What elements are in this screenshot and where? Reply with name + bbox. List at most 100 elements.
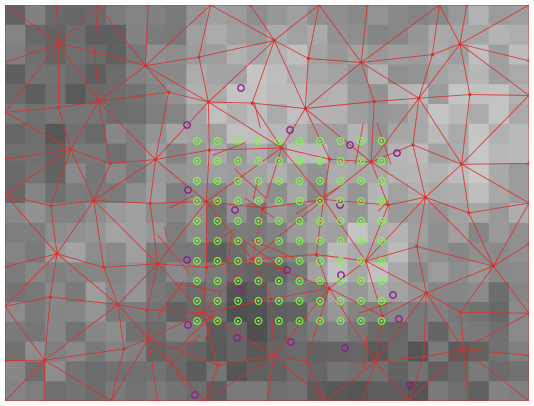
- sample-point-center: [237, 140, 239, 142]
- sample-point-center: [237, 200, 239, 202]
- mesh-vertex: [205, 266, 208, 269]
- image-pixel: [469, 361, 490, 381]
- image-pixel: [86, 5, 107, 25]
- image-pixel: [86, 381, 107, 401]
- image-pixel: [368, 104, 389, 124]
- mesh-vertex: [55, 252, 58, 255]
- mesh-vertex: [468, 93, 471, 96]
- mesh-vertex: [149, 202, 152, 205]
- image-pixel: [307, 342, 328, 362]
- mesh-vertex: [145, 308, 148, 311]
- mesh-vertex: [154, 158, 157, 161]
- sample-point-center: [319, 240, 321, 242]
- image-pixel: [207, 342, 228, 362]
- image-pixel: [207, 282, 228, 302]
- image-pixel: [307, 64, 328, 84]
- mesh-vertex: [272, 354, 275, 357]
- image-pixel: [106, 25, 127, 45]
- image-pixel: [247, 124, 268, 144]
- image-pixel: [509, 342, 529, 362]
- image-pixel: [25, 322, 46, 342]
- mesh-vertex: [411, 143, 414, 146]
- sample-point-center: [319, 280, 321, 282]
- image-pixel: [227, 342, 248, 362]
- sample-point-center: [278, 180, 280, 182]
- image-pixel: [247, 381, 268, 401]
- image-pixel: [146, 183, 167, 203]
- sample-point-center: [380, 240, 382, 242]
- sample-point-center: [196, 140, 198, 142]
- sample-point-center: [298, 280, 300, 282]
- image-pixel: [469, 163, 490, 183]
- sample-point-center: [339, 280, 341, 282]
- image-pixel: [448, 381, 469, 401]
- sample-point-center: [298, 220, 300, 222]
- image-pixel: [227, 25, 248, 45]
- image-pixel: [126, 124, 147, 144]
- mesh-vertex: [417, 97, 420, 100]
- sample-point-center: [196, 180, 198, 182]
- mesh-vertex: [462, 348, 465, 351]
- image-pixel: [489, 282, 510, 302]
- sample-point-center: [380, 260, 382, 262]
- mesh-vertex: [93, 50, 96, 53]
- sample-point-center: [237, 180, 239, 182]
- image-pixel: [469, 25, 490, 45]
- mesh-vertex: [43, 359, 46, 362]
- sample-point-center: [196, 240, 198, 242]
- image-pixel: [227, 361, 248, 381]
- image-pixel: [65, 163, 86, 183]
- sample-point-center: [339, 160, 341, 162]
- image-pixel: [106, 203, 127, 223]
- sample-point-center: [380, 200, 382, 202]
- image-pixel: [45, 262, 66, 282]
- image-pixel: [45, 322, 66, 342]
- image-pixel: [186, 262, 207, 282]
- mesh-vertex: [304, 107, 307, 110]
- image-pixel: [86, 163, 107, 183]
- image-pixel: [166, 104, 187, 124]
- image-pixel: [408, 25, 429, 45]
- sample-point-center: [380, 140, 382, 142]
- image-pixel: [106, 223, 127, 243]
- image-pixel: [388, 84, 409, 104]
- image-pixel: [65, 262, 86, 282]
- sample-point-center: [339, 140, 341, 142]
- image-pixel: [166, 203, 187, 223]
- image-pixel: [489, 163, 510, 183]
- sample-point-center: [278, 300, 280, 302]
- image-pixel: [126, 203, 147, 223]
- image-pixel: [166, 25, 187, 45]
- image-pixel: [287, 223, 308, 243]
- sample-point-center: [339, 240, 341, 242]
- image-pixel: [146, 223, 167, 243]
- image-pixel: [45, 163, 66, 183]
- image-pixel: [25, 84, 46, 104]
- image-pixel: [408, 124, 429, 144]
- image-pixel: [388, 163, 409, 183]
- sample-point-center: [196, 160, 198, 162]
- sample-point-center: [298, 160, 300, 162]
- image-pixel: [428, 361, 449, 381]
- image-pixel: [186, 342, 207, 362]
- image-pixel: [509, 361, 529, 381]
- sample-point-center: [380, 280, 382, 282]
- sample-point-center: [257, 260, 259, 262]
- sample-point-center: [257, 140, 259, 142]
- image-pixel: [287, 262, 308, 282]
- image-pixel: [428, 25, 449, 45]
- image-pixel: [287, 302, 308, 322]
- image-pixel: [65, 5, 86, 25]
- image-pixel: [307, 302, 328, 322]
- sample-point-center: [278, 260, 280, 262]
- image-pixel: [428, 163, 449, 183]
- image-pixel: [509, 144, 529, 164]
- image-pixel: [45, 25, 66, 45]
- image-pixel: [247, 45, 268, 65]
- image-pixel: [126, 25, 147, 45]
- image-pixel: [408, 45, 429, 65]
- sample-point-center: [380, 220, 382, 222]
- sample-point-center: [237, 320, 239, 322]
- image-pixel: [5, 223, 26, 243]
- image-pixel: [5, 163, 26, 183]
